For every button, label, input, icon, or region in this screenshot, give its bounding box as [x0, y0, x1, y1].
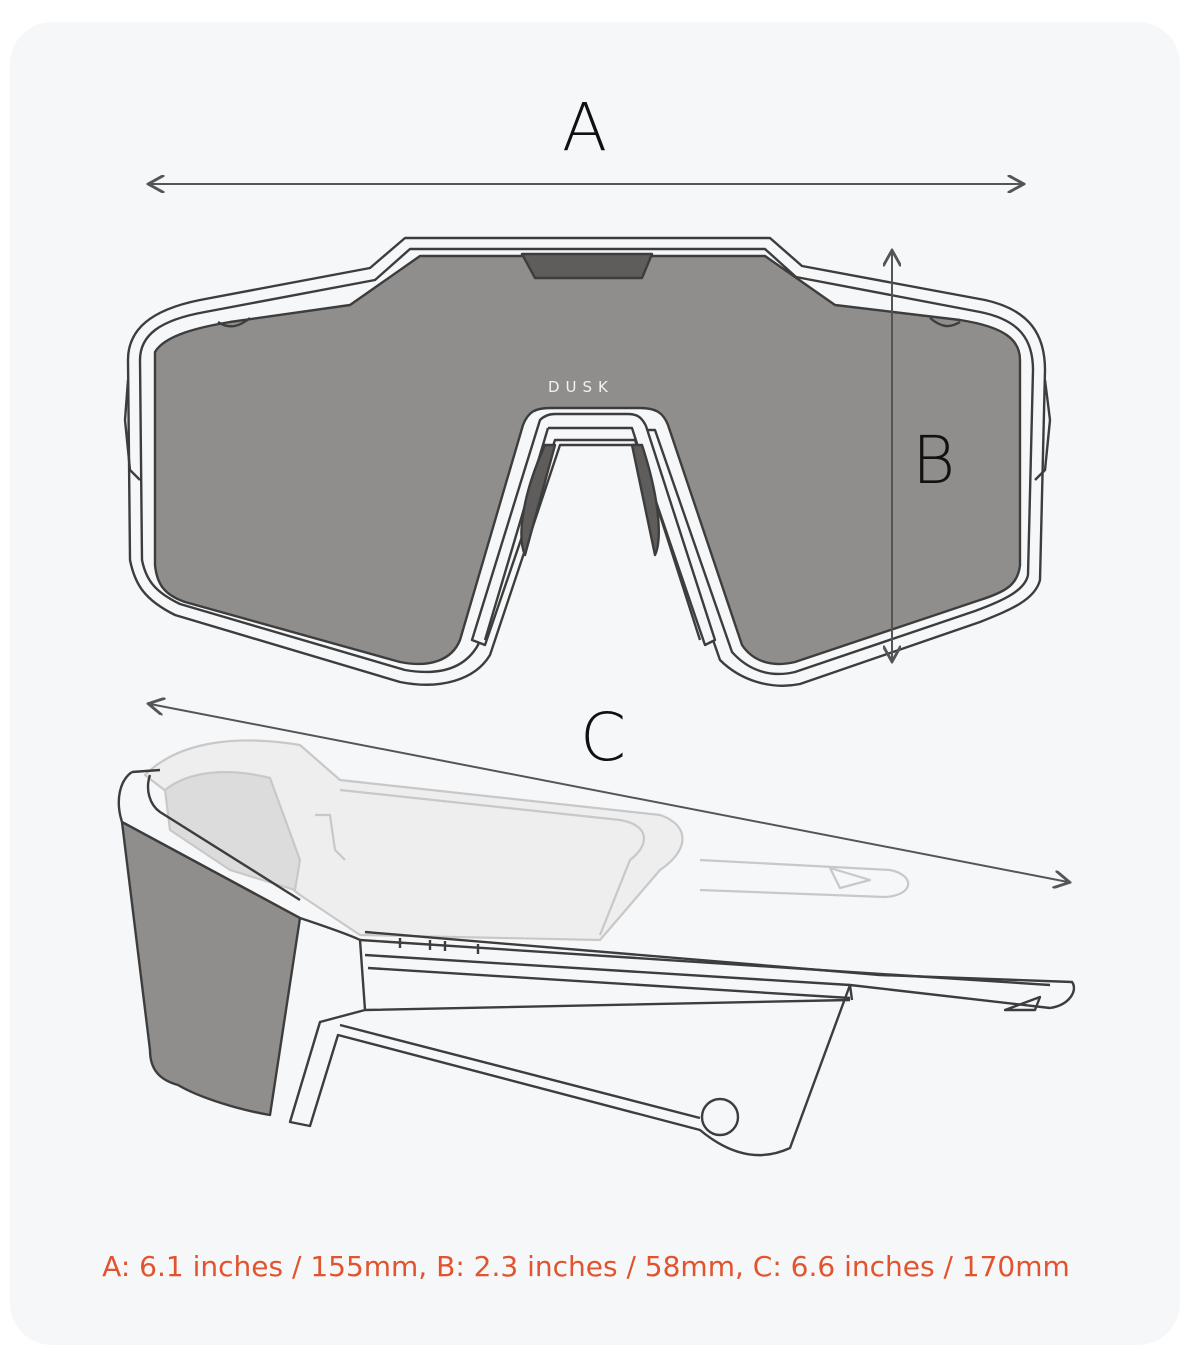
dimension-c-arrow: [150, 704, 1068, 882]
dimension-c-label: C: [580, 699, 627, 776]
dimension-a-label: A: [562, 89, 608, 166]
dimension-b-label: B: [912, 422, 956, 499]
lens: [153, 254, 1022, 666]
front-view: [123, 236, 1052, 687]
dimensions-caption: A: 6.1 inches / 155mm, B: 2.3 inches / 5…: [102, 1250, 1070, 1283]
bridge-piece: [520, 252, 654, 280]
side-view: [117, 739, 1076, 1157]
brand-logo-text: DUSK: [548, 378, 614, 396]
